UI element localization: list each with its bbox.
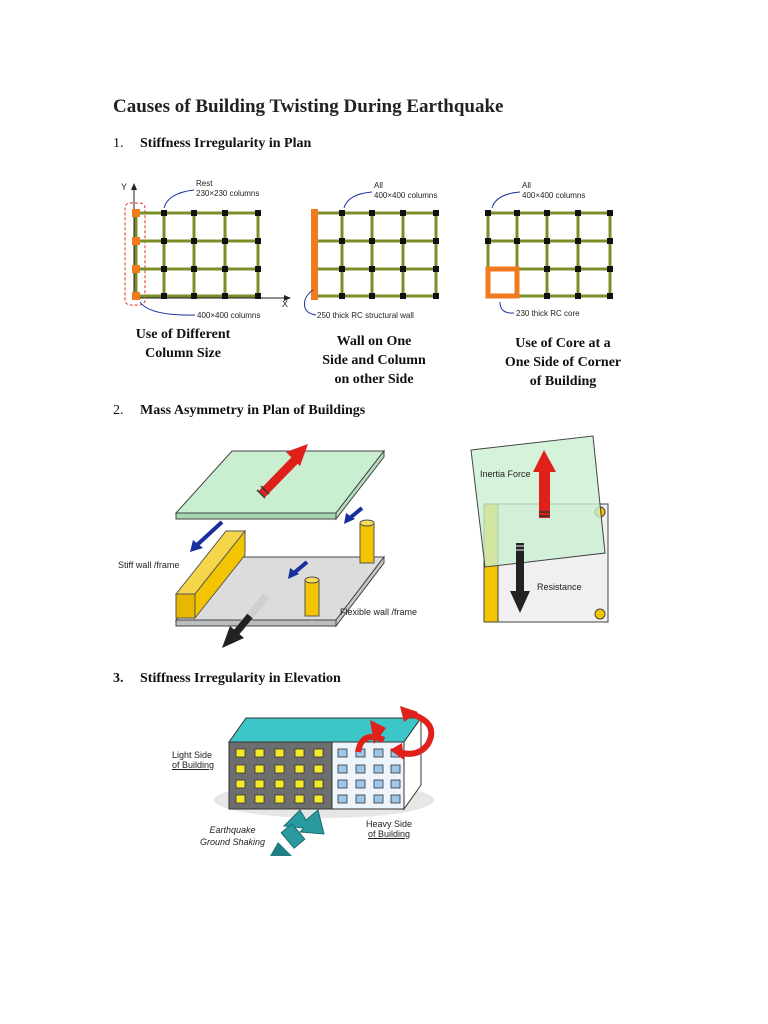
caption-line: Use of Core at a: [515, 336, 611, 351]
section-number: 1.: [113, 136, 124, 151]
caption-line: Side and Column: [322, 353, 426, 368]
label-line: of Building: [368, 829, 411, 839]
plan3-note-bottom: 230 thick RC core: [516, 309, 580, 318]
figure-stiffness-plan: Y X Rest 230×230 columns 400×400 columns…: [0, 0, 768, 400]
flexible-wall-label: Flexible wall /frame: [340, 607, 418, 617]
plan1-note-columns: 230×230 columns: [196, 189, 260, 198]
plan3-note-columns: 400×400 columns: [522, 191, 586, 200]
ground-shaking-label: Earthquake Ground Shaking: [200, 824, 265, 848]
caption-line: One Side of Corner: [504, 355, 622, 370]
plan3-note-all: All: [522, 181, 531, 190]
section-number: 2.: [113, 403, 124, 418]
label-line: Heavy Side: [366, 819, 413, 829]
inertia-force-label: Inertia Force: [480, 469, 531, 479]
axis-y-label: Y: [121, 182, 128, 192]
plan2-caption: Wall on One Side and Column on other Sid…: [298, 332, 450, 389]
caption-line: of Building: [529, 374, 597, 389]
page-title: Causes of Building Twisting During Earth…: [113, 96, 504, 117]
section-heading: Stiffness Irregularity in Plan: [140, 136, 312, 151]
section-heading: Stiffness Irregularity in Elevation: [140, 671, 341, 686]
caption-line: on other Side: [334, 372, 414, 387]
label-line: of Building: [172, 760, 215, 770]
section-heading: Mass Asymmetry in Plan of Buildings: [140, 403, 366, 418]
resistance-label: Resistance: [537, 582, 582, 592]
caption-line: Column Size: [145, 346, 221, 361]
heavy-side-label: Heavy Side of Building: [366, 819, 412, 839]
plan1-caption: Use of Different Column Size: [113, 325, 253, 363]
plan2-note-all: All: [374, 181, 383, 190]
figure-elevation-irregularity: Light Side of Building Heavy Side of Bui…: [172, 706, 435, 856]
stiff-wall-label: Stiff wall /frame: [118, 560, 180, 570]
axis-x-label: X: [282, 299, 289, 309]
figure-mass-asymmetry: Stiff wall /frame Flexible wall /frame I…: [118, 435, 609, 648]
label-line: Light Side: [172, 750, 213, 760]
label-line: Earthquake: [209, 825, 256, 835]
elevation-building-diagram: [214, 706, 435, 856]
plan2-note-columns: 400×400 columns: [374, 191, 438, 200]
plan1-note-rest: Rest: [196, 179, 213, 188]
plan2-note-bottom: 250 thick RC structural wall: [317, 311, 414, 320]
section-number: 3.: [113, 671, 124, 686]
light-side-label: Light Side of Building: [172, 750, 214, 770]
caption-line: Use of Different: [135, 327, 231, 342]
label-line: Ground Shaking: [200, 837, 266, 847]
plan3-caption: Use of Core at a One Side of Corner of B…: [490, 334, 636, 391]
plan-diagram-different-columns: [124, 183, 613, 316]
mass-asymmetry-diagram: [174, 435, 609, 648]
plan1-note-bottom: 400×400 columns: [197, 311, 261, 320]
caption-line: Wall on One: [336, 334, 412, 349]
